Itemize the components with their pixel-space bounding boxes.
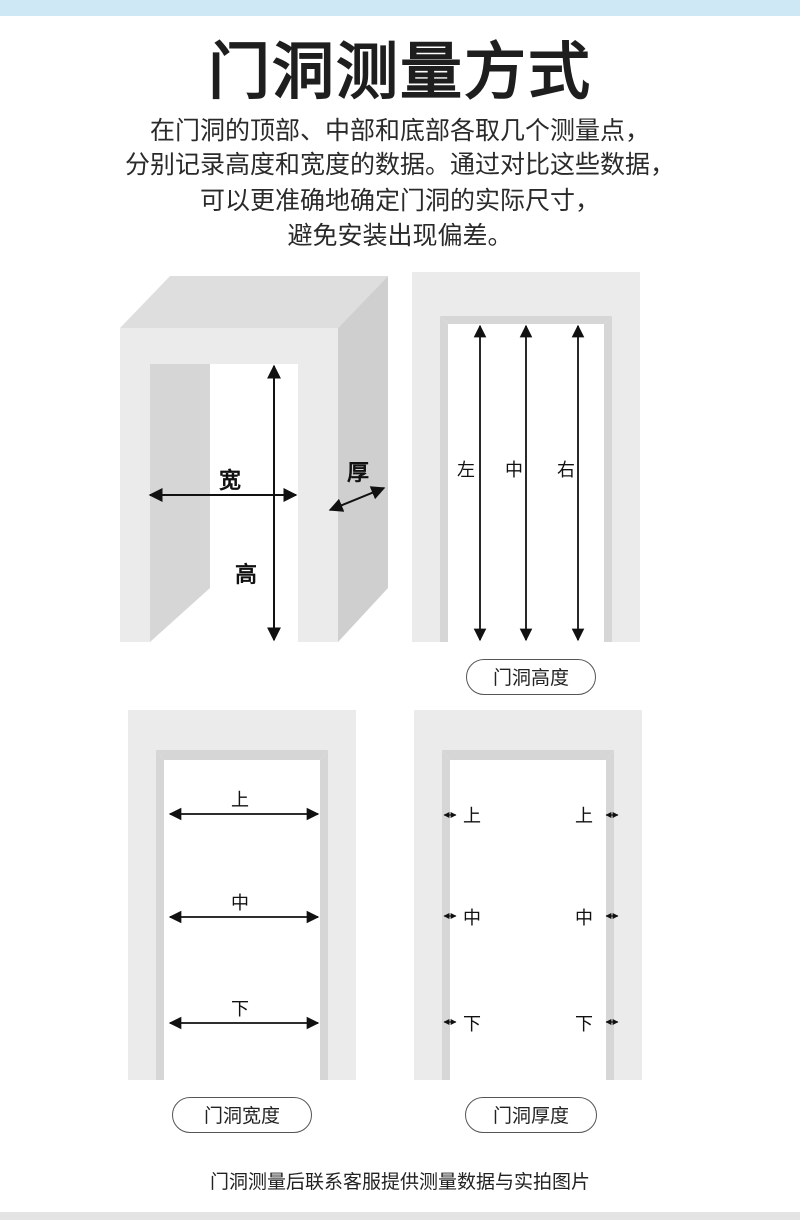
top-accent-bar bbox=[0, 0, 800, 16]
label-left-bottom: 下 bbox=[463, 1014, 481, 1035]
reveal-right bbox=[606, 750, 614, 1080]
height-diagram: 左 中 右 bbox=[410, 272, 642, 644]
label-top: 上 bbox=[231, 790, 249, 811]
description-line-2: 分别记录高度和宽度的数据。通过对比这些数据， bbox=[124, 150, 675, 179]
label-right: 右 bbox=[557, 460, 575, 481]
overview-diagram: 宽 高 厚 bbox=[110, 268, 400, 648]
width-caption: 门洞宽度 bbox=[172, 1097, 312, 1133]
reveal-top bbox=[156, 750, 328, 760]
width-diagram: 上 中 下 bbox=[128, 710, 358, 1082]
label-bottom: 下 bbox=[231, 999, 249, 1020]
reveal-left bbox=[440, 316, 448, 642]
door-opening bbox=[442, 750, 614, 1080]
footer-note: 门洞测量后联系客服提供测量数据与实拍图片 bbox=[209, 1171, 590, 1193]
thickness-diagram: 上 中 下 上 中 下 bbox=[414, 710, 644, 1082]
reveal-left bbox=[442, 750, 450, 1080]
description-line-3: 可以更准确地确定门洞的实际尺寸， bbox=[199, 186, 600, 215]
label-right-middle: 中 bbox=[575, 908, 593, 929]
bottom-divider bbox=[0, 1212, 800, 1220]
label-left: 左 bbox=[457, 460, 475, 481]
label-left-top: 上 bbox=[463, 806, 481, 827]
label-middle: 中 bbox=[505, 460, 523, 481]
description-line-4: 避免安装出现偏差。 bbox=[287, 221, 513, 250]
reveal-right bbox=[320, 750, 328, 1080]
reveal-top bbox=[442, 750, 614, 760]
depth-label: 厚 bbox=[347, 461, 369, 486]
thickness-caption: 门洞厚度 bbox=[465, 1097, 597, 1133]
reveal-right bbox=[604, 316, 612, 642]
label-right-top: 上 bbox=[575, 806, 593, 827]
height-label: 高 bbox=[235, 562, 257, 588]
description-line-1: 在门洞的顶部、中部和底部各取几个测量点， bbox=[149, 116, 650, 145]
width-label: 宽 bbox=[219, 468, 241, 494]
frame-inner-reveal bbox=[150, 364, 210, 642]
frame-top-face bbox=[120, 276, 388, 328]
label-right-bottom: 下 bbox=[575, 1014, 593, 1035]
reveal-left bbox=[156, 750, 164, 1080]
reveal-top bbox=[440, 316, 612, 324]
depth-arrow bbox=[328, 486, 386, 512]
label-middle: 中 bbox=[231, 893, 249, 914]
label-left-middle: 中 bbox=[463, 908, 481, 929]
frame-front-face bbox=[120, 328, 338, 642]
height-caption: 门洞高度 bbox=[466, 659, 596, 695]
frame-side-face bbox=[338, 276, 388, 642]
page-title: 门洞测量方式 bbox=[207, 35, 592, 108]
